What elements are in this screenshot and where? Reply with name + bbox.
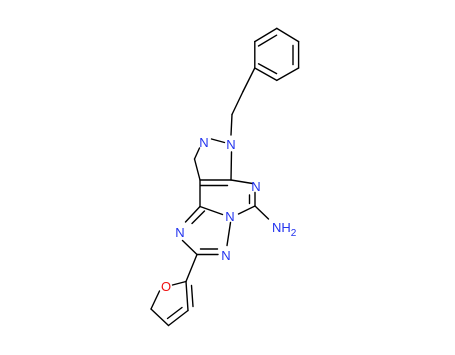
bond: [230, 179, 254, 185]
bond: [231, 90, 244, 116]
bond: [254, 67, 278, 82]
bond: [226, 221, 232, 247]
bond: [210, 138, 226, 144]
bond: [237, 205, 256, 215]
bond: [257, 34, 278, 47]
bond: [193, 147, 201, 160]
atom-label-nitrogen: N: [226, 137, 235, 152]
bond: [185, 253, 198, 283]
bond: [150, 308, 170, 327]
bond: [191, 210, 206, 225]
bond: [190, 284, 194, 308]
amino-group-text: NH: [272, 220, 291, 235]
atom-label-nitrogen: N: [225, 209, 234, 224]
bond: [276, 67, 300, 82]
bond: [181, 239, 198, 256]
bond: [171, 280, 187, 286]
atom-label-layer: N N N N N N O NH2: [161, 135, 297, 294]
bond: [230, 113, 233, 136]
atom-label-nitrogen: N: [175, 225, 184, 240]
bond: [254, 27, 278, 43]
amino-group-label: NH2: [272, 220, 297, 239]
bond: [276, 27, 300, 43]
bond: [184, 205, 201, 223]
amino-group-subscript: 2: [291, 228, 297, 239]
bond: [254, 205, 270, 220]
bond: [167, 309, 189, 327]
bond: [230, 151, 233, 181]
bond: [199, 205, 224, 216]
atom-label-nitrogen: N: [251, 179, 260, 194]
atom-label-oxygen: O: [161, 279, 171, 294]
bond: [257, 63, 278, 75]
bond-layer: [150, 27, 300, 327]
bond: [193, 158, 201, 181]
bond: [242, 67, 256, 93]
bond: [166, 306, 183, 320]
atom-label-nitrogen: N: [199, 135, 208, 150]
bond: [185, 280, 189, 312]
bond: [150, 290, 161, 310]
atom-label-nitrogen: N: [221, 248, 230, 263]
